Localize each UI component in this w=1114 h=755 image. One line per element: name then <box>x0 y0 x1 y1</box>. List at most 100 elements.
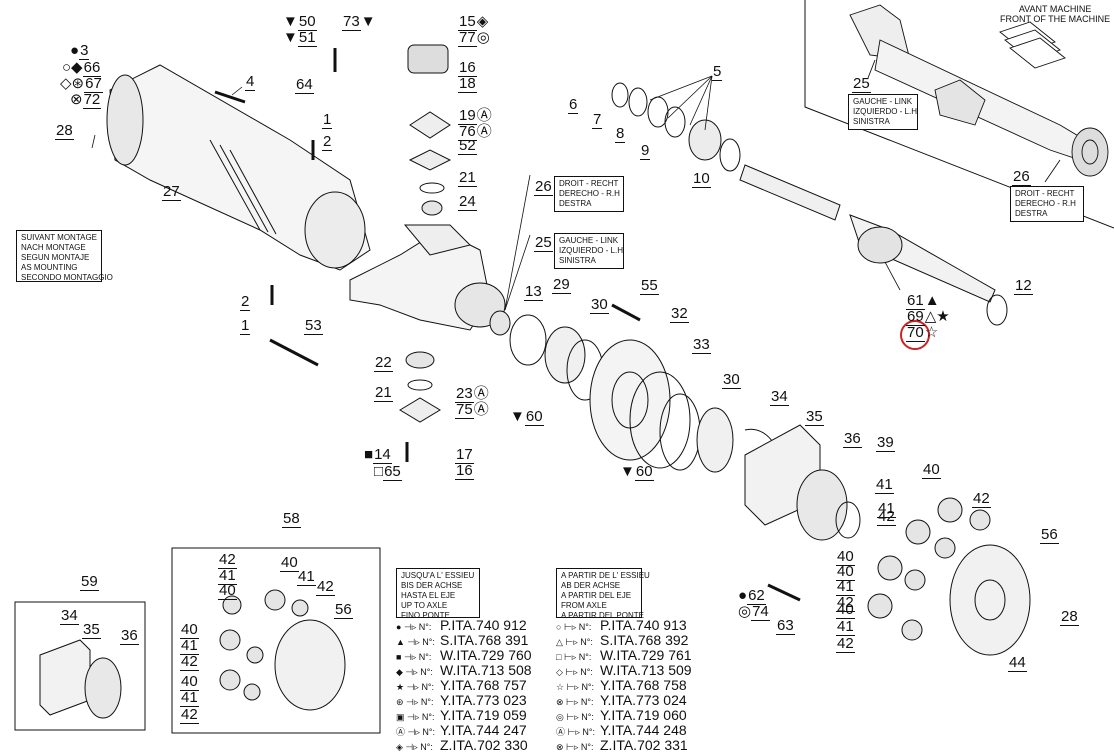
callout-63: 63 <box>776 617 795 635</box>
callout-66: ○◆66 <box>62 59 102 77</box>
callout-6: 6 <box>568 96 579 114</box>
callout-40: 40 <box>922 461 941 479</box>
callout-33: 33 <box>692 336 711 354</box>
callout-25: 25 <box>534 234 553 252</box>
callout-62: ●62 <box>738 587 766 605</box>
oring-10 <box>719 138 741 172</box>
bearing-30b <box>696 407 734 473</box>
callout-40: 40 <box>180 673 199 691</box>
callout-28: 28 <box>55 122 74 140</box>
callout-72: ⊗72 <box>70 91 102 109</box>
callout-41: 41 <box>218 567 237 585</box>
axle-housing <box>106 64 371 271</box>
callout-1: 1 <box>322 111 333 129</box>
callout-56: 56 <box>334 601 353 619</box>
callout-10: 10 <box>692 170 711 188</box>
callout-65: □65 <box>374 463 402 481</box>
legend-from-axle: ○ ⊢▹ N°:P.ITA.740 913 △ ⊢▹ N°:S.ITA.768 … <box>556 617 692 753</box>
leader-lines <box>91 75 901 311</box>
callout-51: ▼51 <box>283 29 317 47</box>
callout-9: 9 <box>640 142 651 160</box>
callout-41: 41 <box>877 500 896 518</box>
bolt-4 <box>214 90 246 104</box>
seal-6 <box>611 82 629 108</box>
callout-34: 34 <box>60 607 79 625</box>
inset-frame-58 <box>171 547 381 734</box>
callout-36: 36 <box>120 627 139 645</box>
callout-14: ■14 <box>364 446 392 464</box>
callout-25: 25 <box>852 75 871 93</box>
callout-22: 22 <box>374 354 393 372</box>
gear-36-inset <box>84 657 122 719</box>
callout-34: 34 <box>770 388 789 406</box>
planetary-gears-right <box>867 497 1031 656</box>
callout-40: 40 <box>280 554 299 572</box>
callout-40: 40 <box>218 582 237 600</box>
callout-18: 18 <box>458 75 477 93</box>
callout-3: ●3 <box>70 42 90 60</box>
callout-77: 77◎ <box>458 29 490 47</box>
callout-41: 41 <box>836 618 855 636</box>
callout-50: ▼50 <box>283 13 317 31</box>
callout-64: 64 <box>295 76 314 94</box>
disc-21b <box>407 379 433 391</box>
callout-67: ◇⊛67 <box>60 75 103 93</box>
callout-42: 42 <box>180 706 199 724</box>
drive-shaft <box>739 164 996 303</box>
callout-30: 30 <box>590 296 609 314</box>
legend-up-to-axle: ● ⊣▹ N°:P.ITA.740 912 ▲ ⊣▹ N°:S.ITA.768 … <box>396 617 532 753</box>
callout-26: 26 <box>534 178 553 196</box>
callout-29: 29 <box>552 276 571 294</box>
callout-60: ▼60 <box>510 408 544 426</box>
callout-41: 41 <box>180 637 199 655</box>
callout-7: 7 <box>592 111 603 129</box>
callout-35: 35 <box>82 621 101 639</box>
seal-assembly <box>688 119 722 161</box>
callout-60: ▼60 <box>620 463 654 481</box>
callout-21: 21 <box>458 169 477 187</box>
callout-40: 40 <box>180 621 199 639</box>
callout-42: 42 <box>877 508 896 526</box>
callout-44: 44 <box>1008 654 1027 672</box>
bolt-55 <box>611 303 641 322</box>
bushing-13 <box>489 310 511 336</box>
bolt-53 <box>269 338 319 367</box>
front-of-machine-label: AVANT MACHINE FRONT OF THE MACHINE <box>1000 4 1111 24</box>
callout-42: 42 <box>316 578 335 596</box>
callout-55: 55 <box>640 277 659 295</box>
seal-29 <box>509 314 547 366</box>
callout-2: 2 <box>240 293 251 311</box>
callout-41: 41 <box>875 476 894 494</box>
callout-42: 42 <box>180 653 199 671</box>
hub-32 <box>589 339 671 461</box>
inset-frame-59 <box>14 601 146 731</box>
ring-12 <box>986 294 1008 326</box>
callout-36: 36 <box>843 430 862 448</box>
cap-15 <box>407 44 449 74</box>
callout-23: 23Ⓐ <box>455 385 489 403</box>
callout-69: 69△★ <box>906 308 950 326</box>
callout-2: 2 <box>322 133 333 151</box>
callout-58: 58 <box>282 510 301 528</box>
plate-19 <box>409 111 451 139</box>
callout-5: 5 <box>712 63 723 81</box>
callout-73: 73▼ <box>342 13 376 31</box>
callout-16: 16 <box>458 59 477 77</box>
callout-61: 61▲ <box>906 292 940 310</box>
callout-42: 42 <box>218 551 237 569</box>
highlight-circle-70 <box>900 320 930 350</box>
callout-28: 28 <box>1060 608 1079 626</box>
exploded-axle-diagram <box>14 0 1114 734</box>
callout-17: 17 <box>455 446 474 464</box>
callout-42: 42 <box>836 594 855 612</box>
callout-19: 19Ⓐ <box>458 107 492 125</box>
callout-8: 8 <box>615 125 626 143</box>
callout-24: 24 <box>458 193 477 211</box>
callout-52: 52 <box>458 137 477 155</box>
callout-59: 59 <box>80 573 99 591</box>
plate-52 <box>408 149 452 171</box>
